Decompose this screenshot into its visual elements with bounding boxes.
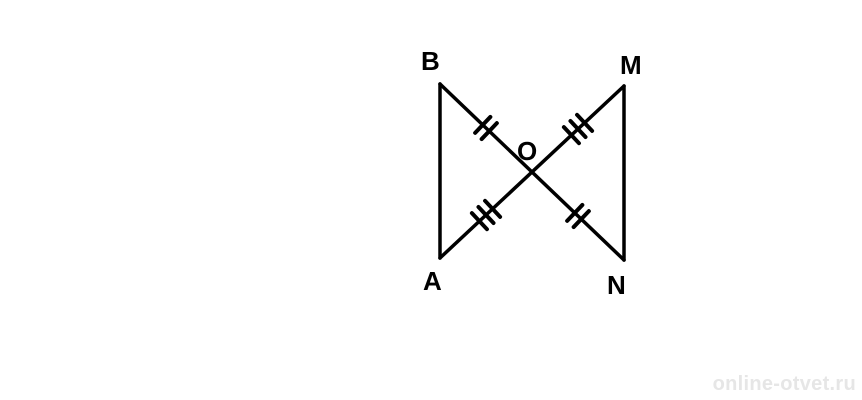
tick-mark-OM <box>568 118 588 140</box>
tick-mark-BO <box>473 114 493 135</box>
tick-mark-OM <box>575 112 595 133</box>
tick-mark-AO <box>476 204 496 226</box>
segment-AM <box>438 84 626 260</box>
watermark-text: online-otvet.ru <box>712 373 856 395</box>
tick-mark-ON <box>571 209 591 230</box>
point-label-M: M <box>620 50 642 80</box>
tick-mark-BO <box>479 121 499 142</box>
tick-mark-OM <box>561 125 581 146</box>
point-label-O: O <box>517 136 537 166</box>
tick-mark-AO <box>469 211 489 232</box>
tick-marks-group <box>469 112 595 232</box>
point-label-B: B <box>421 46 440 76</box>
tick-mark-ON <box>565 202 585 223</box>
point-label-A: A <box>423 266 442 296</box>
point-label-N: N <box>607 270 626 300</box>
tick-mark-AO <box>483 198 503 219</box>
